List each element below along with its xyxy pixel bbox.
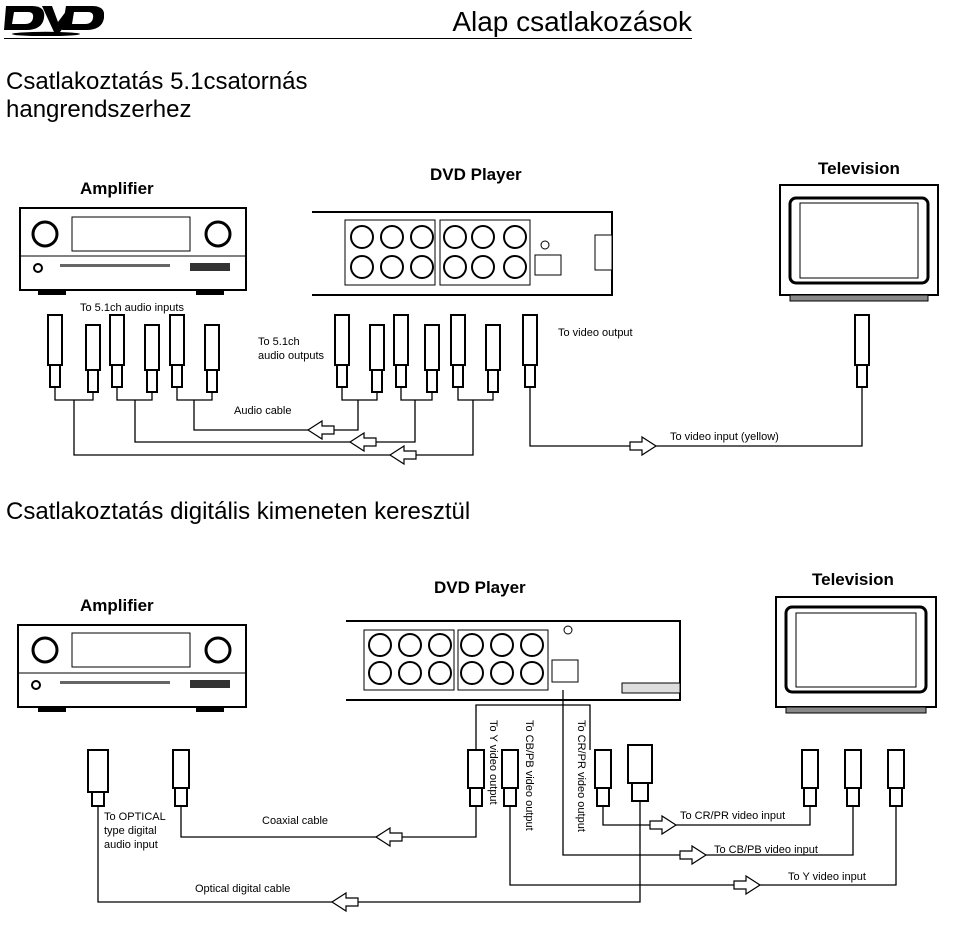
cr-output-label: To CR/PR video output	[575, 720, 587, 832]
cb-output-label: To CB/PB video output	[523, 720, 535, 831]
optical-input-label-line2: type digital	[104, 825, 157, 837]
dvd-player-label: DVD Player	[434, 578, 526, 597]
television-label: Television	[812, 570, 894, 589]
optical-input-label-line3: audio input	[104, 839, 158, 851]
diagram-digital-output: Amplifier DVD Player Television	[17, 570, 937, 913]
plug-row	[87, 744, 905, 807]
video-input-label: To video input (yellow)	[670, 431, 779, 443]
title-divider	[4, 38, 692, 39]
diagram-5-1-channel: Amplifier DVD Player Television	[19, 159, 939, 466]
optical-input-label-line1: To OPTICAL	[104, 811, 166, 823]
amplifier-label: Amplifier	[80, 179, 154, 198]
plug-row-amplifier-inputs	[47, 314, 220, 393]
television-device	[779, 184, 939, 302]
television-label: Television	[818, 159, 900, 178]
section-title: Alap csatlakozások	[452, 6, 692, 37]
dvd-player-rear-panel	[312, 211, 613, 296]
video-output-label: To video output	[558, 327, 633, 339]
dvd-logo	[4, 6, 104, 36]
section1-heading: Csatlakoztatás 5.1csatornás hangrendszer…	[6, 68, 308, 123]
dvd-player-rear-panel	[346, 620, 681, 701]
amplifier-device	[17, 624, 247, 712]
amplifier-device	[19, 207, 247, 295]
cr-input-label: To CR/PR video input	[680, 810, 785, 822]
y-output-label: To Y video output	[487, 720, 499, 805]
signal-arrows	[330, 814, 762, 913]
cables	[97, 690, 897, 903]
audio-inputs-label: To 5.1ch audio inputs	[80, 302, 184, 314]
coaxial-cable-label: Coaxial cable	[262, 815, 328, 827]
audio-outputs-label-line1: To 5.1ch	[258, 336, 300, 348]
amplifier-label: Amplifier	[80, 596, 154, 615]
signal-arrows	[306, 419, 658, 466]
cb-input-label: To CB/PB video input	[714, 844, 818, 856]
television-device	[775, 596, 937, 714]
section2-heading: Csatlakoztatás digitális kimeneten keres…	[6, 498, 471, 525]
audio-outputs-label-line2: audio outputs	[258, 350, 325, 362]
optical-cable-label: Optical digital cable	[195, 883, 290, 895]
audio-cables	[54, 387, 863, 456]
audio-cable-label: Audio cable	[234, 405, 292, 417]
dvd-player-label: DVD Player	[430, 165, 522, 184]
y-input-label: To Y video input	[788, 871, 866, 883]
